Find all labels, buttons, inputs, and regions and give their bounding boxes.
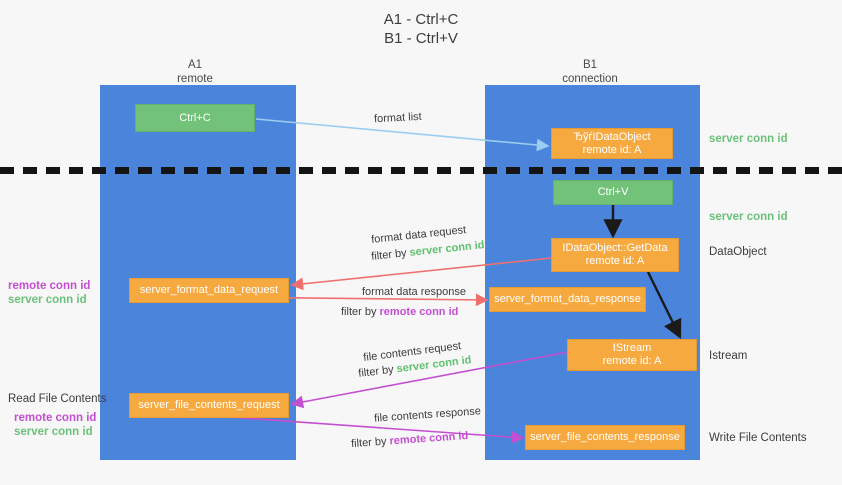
box-idataobject-getdata[interactable]: IDataObject::GetData remote id: A [551, 238, 679, 272]
box-server-file-contents-response[interactable]: server_file_contents_response [525, 425, 685, 450]
box-idataobject-create[interactable]: ЂўѓIDataObject remote id: A [551, 128, 673, 159]
filter-prefix: filter by [341, 306, 380, 318]
arrow-format-data-request [290, 257, 553, 291]
box-istream[interactable]: IStream remote id: A [567, 339, 697, 371]
label-read-file-contents: Read File Contents [8, 393, 107, 405]
box-ctrl-v[interactable]: Ctrl+V [553, 180, 673, 205]
box-server-format-data-request[interactable]: server_format_data_request [129, 278, 289, 303]
arrow-getdata-to-istream [646, 271, 682, 340]
edge-label-format-data-response: format data response [362, 286, 466, 298]
column-header-b1: B1 connection [562, 59, 618, 85]
label-remote-conn-id-middle: remote conn id [8, 280, 91, 292]
filter-value-remote-conn-id: remote conn id [379, 306, 459, 318]
edge-label-format-list: format list [373, 110, 422, 126]
label-conn-ids-middle: remote conn id server conn id [8, 279, 90, 307]
edge-label-format-data-response-filter: filter by remote conn id [341, 305, 458, 319]
label-server-conn-id-bottom: server conn id [14, 426, 93, 438]
box-server-format-data-response[interactable]: server_format_data_response [489, 287, 646, 312]
label-remote-conn-id-bottom: remote conn id [14, 412, 97, 424]
label-write-file-contents: Write File Contents [709, 432, 807, 444]
page-title: A1 - Ctrl+C B1 - Ctrl+V [383, 11, 459, 47]
label-istream: Istream [709, 350, 748, 362]
label-server-conn-id-middle: server conn id [8, 294, 87, 306]
box-server-file-contents-request[interactable]: server_file_contents_request [129, 393, 289, 418]
label-server-conn-id-top: server conn id [709, 133, 788, 145]
label-dataobject: DataObject [709, 246, 767, 258]
arrow-file-contents-request [290, 351, 569, 409]
filter-prefix: filter by [350, 435, 390, 451]
arrow-format-list [255, 118, 550, 152]
separator-dashed-line [0, 167, 842, 174]
box-ctrl-c[interactable]: Ctrl+C [135, 104, 255, 132]
column-header-a1: A1 remote [177, 59, 213, 85]
label-conn-ids-bottom: remote conn id server conn id [14, 411, 96, 439]
label-server-conn-id-mid: server conn id [709, 211, 788, 223]
